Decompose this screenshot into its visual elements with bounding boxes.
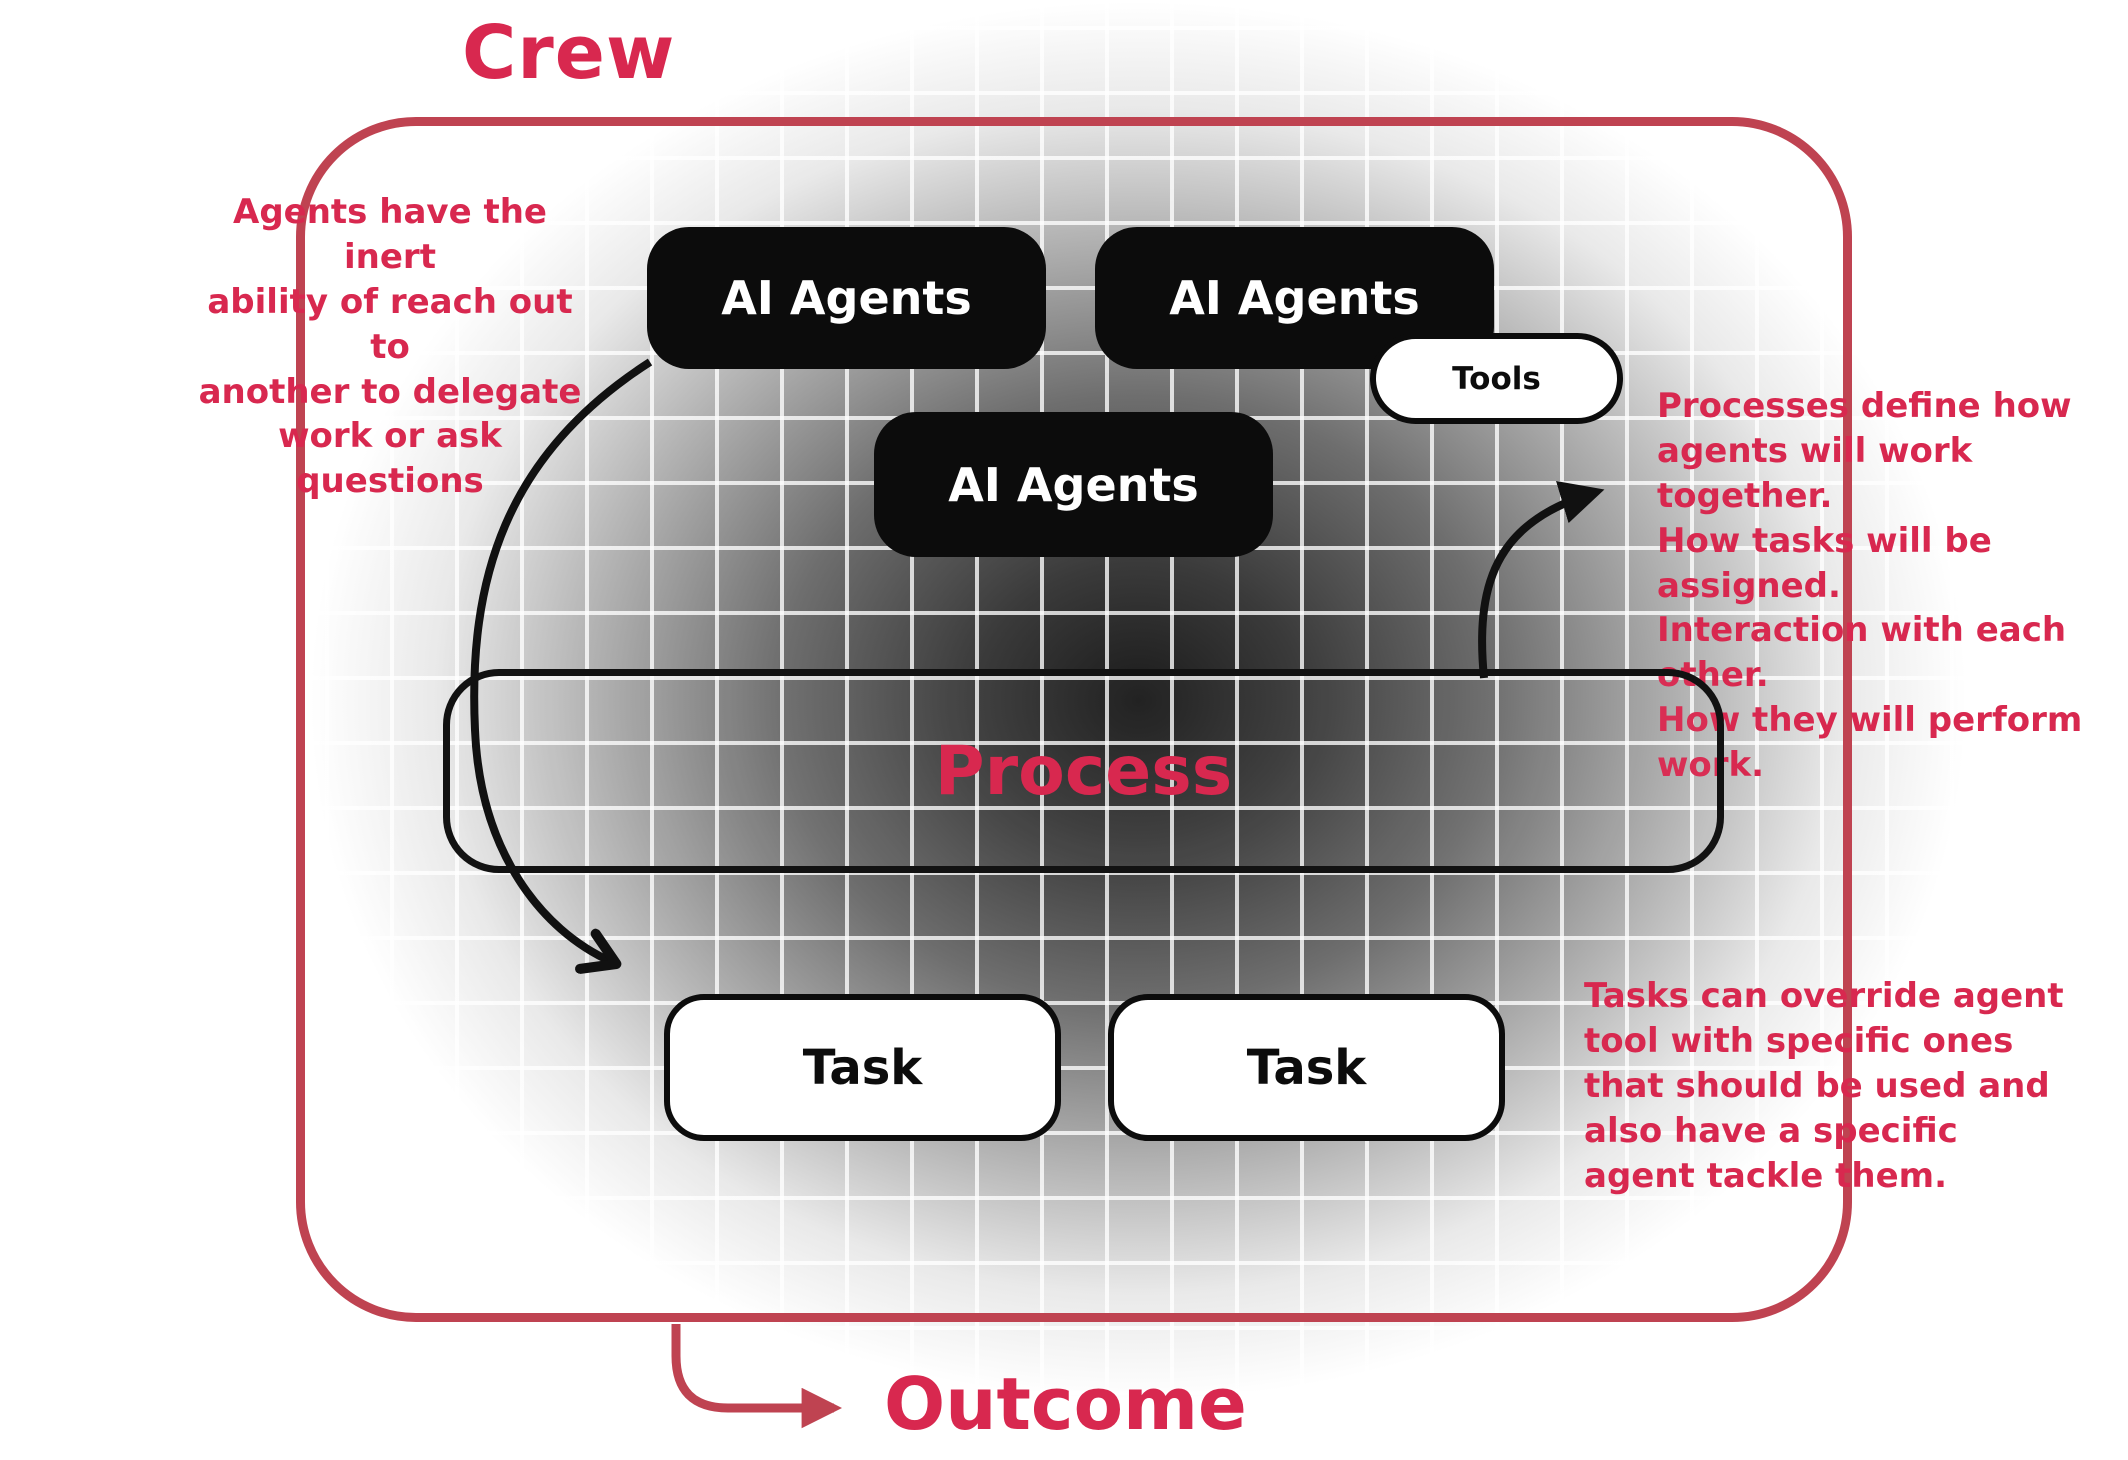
task-box-2: Task xyxy=(1108,994,1505,1141)
outcome-label: Outcome xyxy=(884,1362,1247,1446)
ai-agents-box-2: AI Agents xyxy=(1095,227,1494,369)
task-box-1: Task xyxy=(664,994,1061,1141)
crew-boundary xyxy=(296,117,1852,1322)
ai-agents-box-3: AI Agents xyxy=(874,412,1273,557)
crew-title: Crew xyxy=(462,10,676,96)
annotation-delegation: Agents have the inert ability of reach o… xyxy=(198,192,582,502)
tools-box: Tools xyxy=(1370,333,1623,424)
annotation-tasks: Tasks can override agent tool with speci… xyxy=(1584,976,2064,1196)
annotation-processes: Processes define how agents will work to… xyxy=(1657,386,2083,785)
process-box: Process xyxy=(443,669,1724,873)
ai-agents-box-1: AI Agents xyxy=(647,227,1046,369)
